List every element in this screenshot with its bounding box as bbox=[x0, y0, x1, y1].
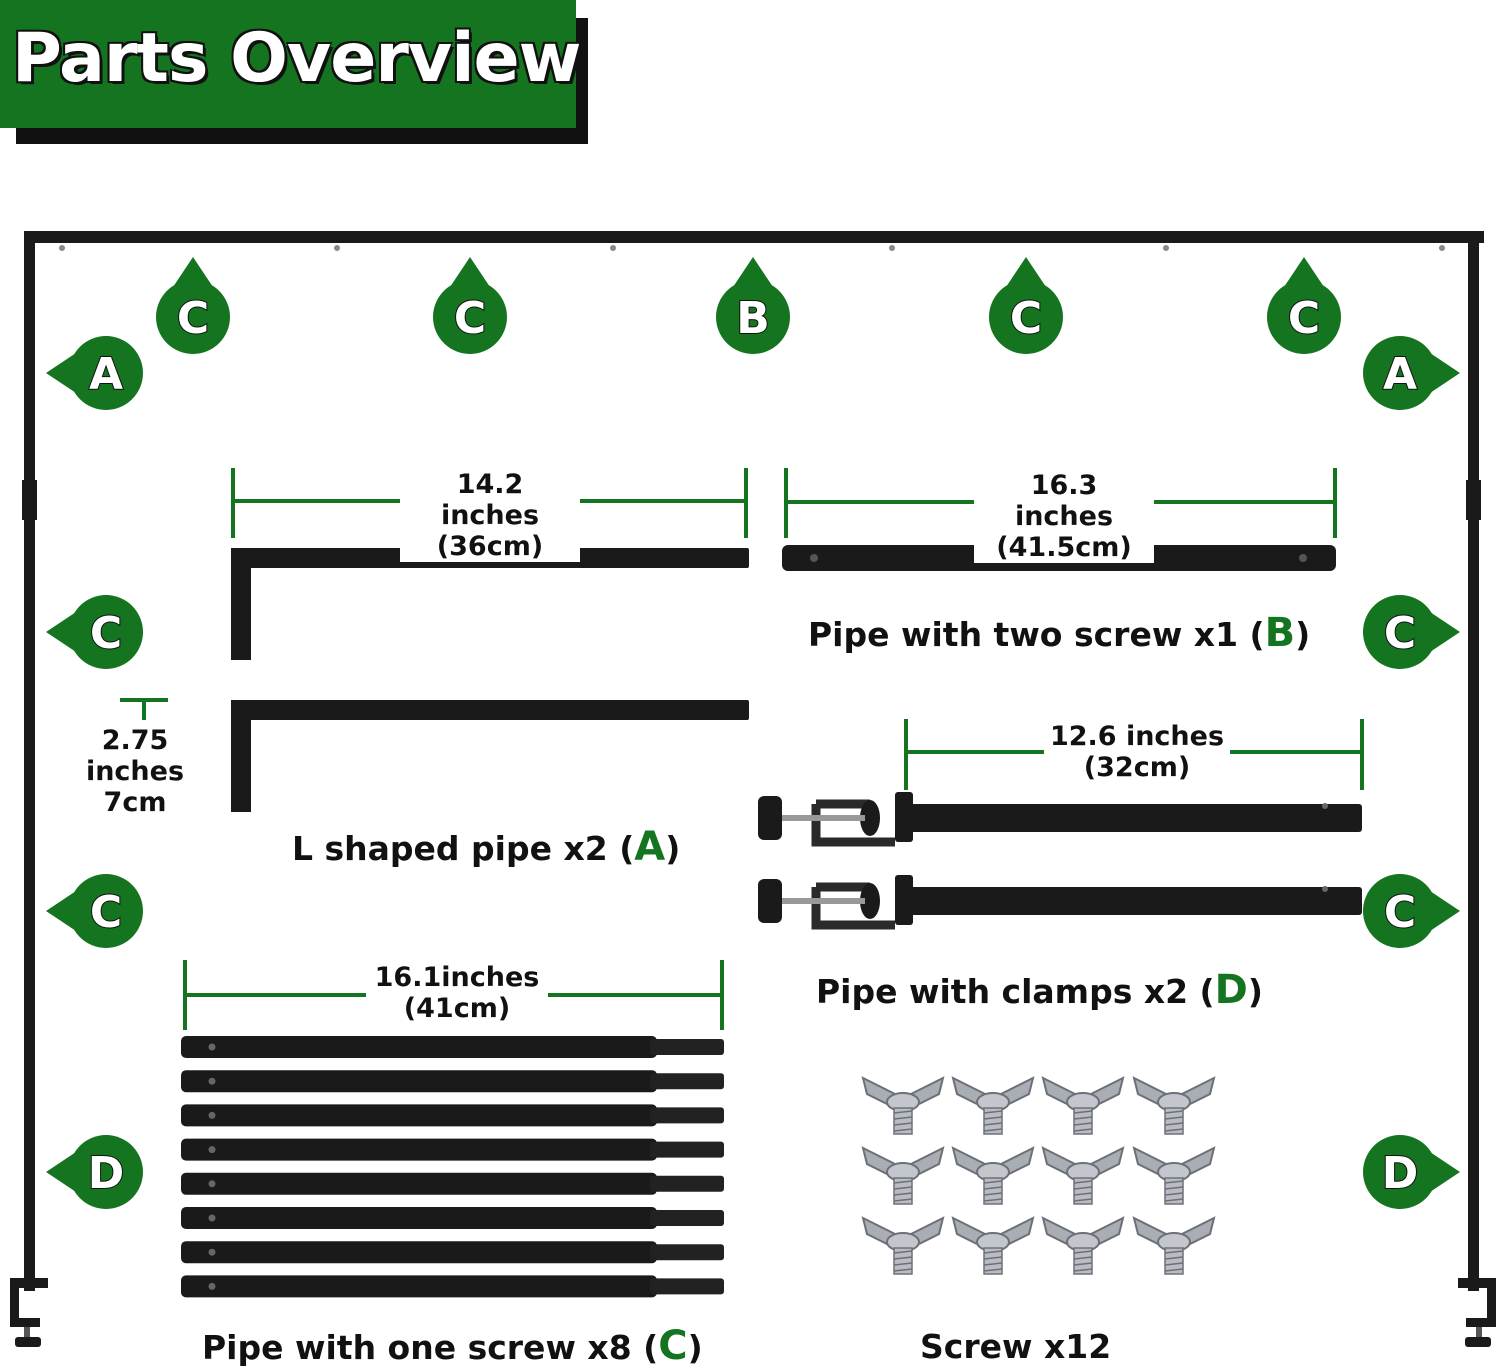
title-banner bbox=[0, 0, 576, 128]
l-pipe-height-inches: 2.75 inches bbox=[85, 725, 185, 787]
one-screw-pipe-7 bbox=[181, 1241, 724, 1264]
wing-screw-icon-12 bbox=[1132, 1216, 1216, 1275]
svg-text:A: A bbox=[1383, 349, 1417, 400]
wing-screw-icon-2 bbox=[951, 1076, 1035, 1135]
marker-top-3: B bbox=[716, 257, 790, 354]
two-screw-pipe-caption-end: ) bbox=[1295, 615, 1311, 654]
wing-screw-icon-9 bbox=[861, 1216, 945, 1275]
wing-screw-icon-1 bbox=[861, 1076, 945, 1135]
one-screw-pipe-caption-end: ) bbox=[687, 1328, 703, 1367]
one-screw-pipe-6 bbox=[181, 1207, 724, 1229]
two-screw-pipe-length-cm: (41.5cm) bbox=[996, 532, 1132, 563]
svg-text:C: C bbox=[90, 608, 122, 659]
two-screw-pipe-caption: Pipe with two screw x1 (B) bbox=[808, 610, 1310, 656]
svg-text:D: D bbox=[88, 1148, 125, 1199]
two-screw-pipe-dimension-label: 16.3 inches (41.5cm) bbox=[974, 470, 1154, 563]
marker-left-4: D bbox=[46, 1135, 143, 1209]
one-screw-pipe-4 bbox=[181, 1138, 724, 1161]
clamp-pipe-length-inches: 12.6 inches bbox=[1049, 721, 1225, 752]
marker-right-3: C bbox=[1363, 874, 1460, 948]
l-pipe-length-cm: (36cm) bbox=[436, 531, 544, 562]
clamp-pipe-1 bbox=[758, 792, 1362, 847]
svg-text:C: C bbox=[1384, 608, 1416, 659]
marker-left-2: C bbox=[46, 595, 143, 669]
clamp-pipe-caption: Pipe with clamps x2 (D) bbox=[816, 967, 1263, 1013]
clamp-pipe-length-cm: (32cm) bbox=[1083, 752, 1191, 783]
wing-screw-icon-3 bbox=[1041, 1076, 1125, 1135]
one-screw-pipe-letter: C bbox=[658, 1323, 688, 1369]
one-screw-pipe-caption-text: Pipe with one screw x8 ( bbox=[202, 1328, 659, 1367]
one-screw-pipe-2 bbox=[181, 1070, 724, 1093]
wing-screw-icon-5 bbox=[861, 1146, 945, 1205]
svg-text:C: C bbox=[90, 887, 122, 938]
l-pipe-dimension-label: 14.2 inches (36cm) bbox=[400, 469, 580, 562]
one-screw-pipe-8 bbox=[181, 1275, 724, 1298]
l-pipe-height-label: 2.75 inches 7cm bbox=[48, 725, 222, 818]
wing-screw-icon-10 bbox=[951, 1216, 1035, 1275]
clamp-pipe-2 bbox=[758, 875, 1362, 930]
l-shaped-pipe-1 bbox=[231, 548, 749, 660]
clamp-pipe-letter: D bbox=[1214, 967, 1248, 1013]
clamp-pipe-caption-text: Pipe with clamps x2 ( bbox=[816, 972, 1215, 1011]
frame-right-upright bbox=[1468, 231, 1479, 1291]
svg-text:C: C bbox=[1010, 293, 1042, 344]
marker-left-1: A bbox=[46, 336, 143, 410]
marker-top-5: C bbox=[1267, 257, 1341, 354]
one-screw-pipe-length-cm: (41cm) bbox=[403, 993, 511, 1024]
marker-top-4: C bbox=[989, 257, 1063, 354]
one-screw-pipe-1 bbox=[181, 1036, 724, 1058]
clamp-pipe-dimension-label: 12.6 inches (32cm) bbox=[1044, 721, 1230, 783]
two-screw-pipe-length-inches: 16.3 inches bbox=[1014, 470, 1114, 532]
one-screw-pipe-3 bbox=[181, 1104, 724, 1127]
marker-top-2: C bbox=[433, 257, 507, 354]
svg-text:D: D bbox=[1382, 1148, 1419, 1199]
clamp-pipe-caption-end: ) bbox=[1247, 972, 1263, 1011]
marker-left-3: C bbox=[46, 874, 143, 948]
marker-right-4: D bbox=[1363, 1135, 1460, 1209]
l-shaped-pipe-2 bbox=[231, 700, 749, 812]
svg-text:C: C bbox=[177, 293, 209, 344]
wing-screw-icon-4 bbox=[1132, 1076, 1216, 1135]
marker-right-2: C bbox=[1363, 595, 1460, 669]
one-screw-pipe-dimension-label: 16.1inches (41cm) bbox=[366, 962, 548, 1024]
two-screw-pipe-caption-text: Pipe with two screw x1 ( bbox=[808, 615, 1265, 654]
l-pipe-caption-end: ) bbox=[665, 829, 681, 868]
one-screw-pipe-length-inches: 16.1inches bbox=[374, 962, 540, 993]
one-screw-pipe-caption: Pipe with one screw x8 (C) bbox=[202, 1323, 703, 1369]
svg-text:B: B bbox=[736, 293, 770, 344]
l-pipe-caption: L shaped pipe x2 (A) bbox=[292, 824, 680, 870]
svg-text:A: A bbox=[89, 349, 123, 400]
left-clamp-icon bbox=[10, 1278, 48, 1347]
screws-caption: Screw x12 bbox=[920, 1327, 1112, 1366]
two-screw-pipe-letter: B bbox=[1264, 610, 1296, 656]
wing-screw-icon-8 bbox=[1132, 1146, 1216, 1205]
l-pipe-caption-text: L shaped pipe x2 ( bbox=[292, 829, 635, 868]
frame-left-upright bbox=[24, 231, 35, 1291]
wing-screw-icon-7 bbox=[1041, 1146, 1125, 1205]
svg-text:C: C bbox=[454, 293, 486, 344]
wing-screw-icon-11 bbox=[1041, 1216, 1125, 1275]
wing-screw-icon-6 bbox=[951, 1146, 1035, 1205]
l-pipe-length-inches: 14.2 inches bbox=[440, 469, 540, 531]
right-clamp-icon bbox=[1458, 1278, 1496, 1347]
frame-top-bar bbox=[24, 231, 1484, 243]
one-screw-pipe-5 bbox=[181, 1172, 724, 1195]
l-pipe-height-cm: 7cm bbox=[103, 787, 167, 818]
l-pipe-letter: A bbox=[634, 824, 666, 870]
marker-top-1: C bbox=[156, 257, 230, 354]
marker-right-1: A bbox=[1363, 336, 1460, 410]
page-title: Parts Overview bbox=[12, 19, 581, 98]
svg-text:C: C bbox=[1288, 293, 1320, 344]
svg-text:C: C bbox=[1384, 887, 1416, 938]
